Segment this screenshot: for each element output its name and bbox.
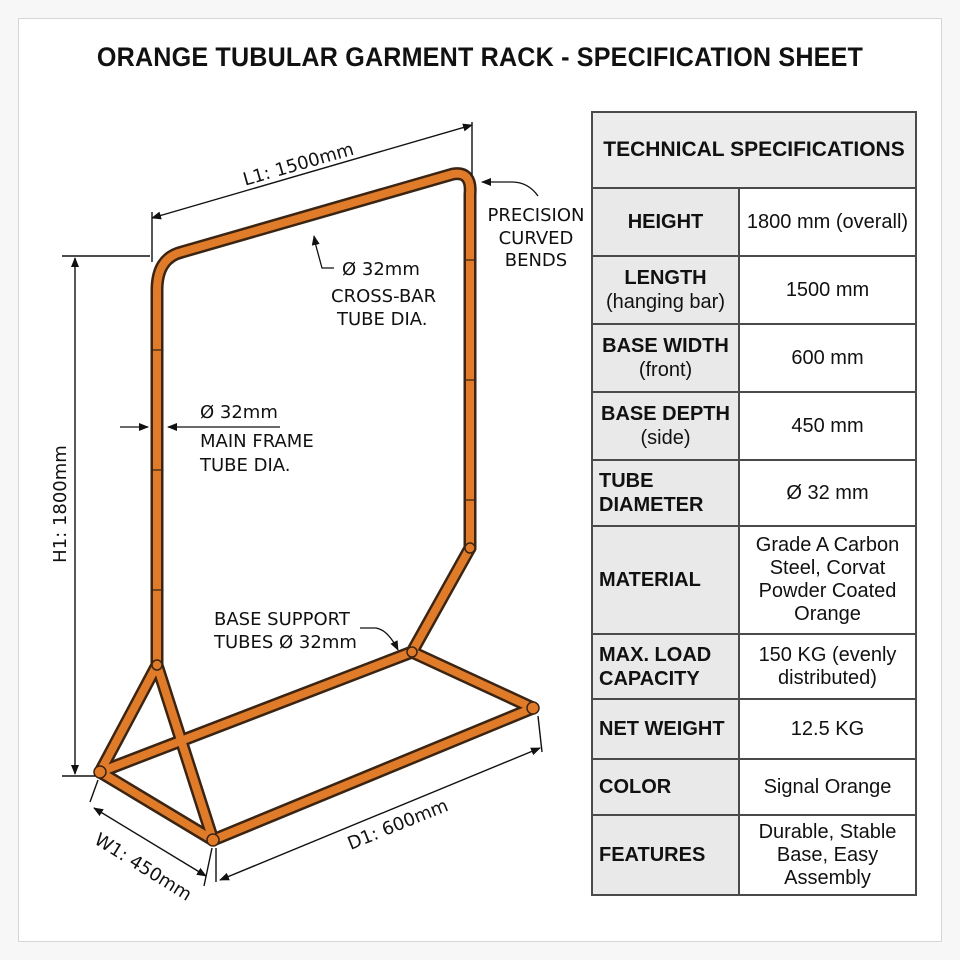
- spec-row-length: LENGTH (hanging bar) 1500 mm: [591, 255, 917, 325]
- depth-dimension-label: D1: 600mm: [345, 795, 452, 854]
- rack-frame: [93, 167, 540, 847]
- depth-dimension: [215, 715, 543, 882]
- spec-row-features: FEATURES Durable, Stable Base, Easy Asse…: [591, 814, 917, 896]
- spec-label: COLOR: [591, 758, 740, 816]
- crossbar-callout-line-3: TUBE DIA.: [336, 309, 428, 330]
- spec-value: Durable, Stable Base, Easy Assembly: [738, 814, 917, 896]
- spec-label: MATERIAL: [591, 525, 740, 635]
- bends-callout-line-1: PRECISION: [488, 205, 585, 226]
- spec-row-max-load: MAX. LOAD CAPACITY 150 KG (evenly distri…: [591, 633, 917, 700]
- spec-label: HEIGHT: [591, 187, 740, 257]
- page-title: ORANGE TUBULAR GARMENT RACK - SPECIFICAT…: [96, 42, 864, 72]
- spec-value: 450 mm: [738, 391, 917, 461]
- spec-label-main: BASE DEPTH: [601, 403, 730, 425]
- spec-value: Signal Orange: [738, 758, 917, 816]
- spec-label-sub: (front): [638, 359, 693, 381]
- specifications-table-header: TECHNICAL SPECIFICATIONS: [591, 111, 917, 189]
- spec-value: 1800 mm (overall): [738, 187, 917, 257]
- height-dimension: [62, 255, 150, 777]
- width-dimension: [89, 779, 213, 887]
- spec-label: NET WEIGHT: [591, 698, 740, 760]
- base-callout: BASE SUPPORT TUBES Ø 32mm: [213, 609, 399, 653]
- specifications-table: TECHNICAL SPECIFICATIONS HEIGHT 1800 mm …: [591, 111, 917, 896]
- spec-value: 1500 mm: [738, 255, 917, 325]
- spec-label: BASE DEPTH (side): [591, 391, 740, 461]
- base-callout-line-2: TUBES Ø 32mm: [213, 632, 357, 653]
- spec-label: TUBE DIAMETER: [591, 459, 740, 527]
- spec-label-main: LENGTH: [624, 267, 707, 289]
- crossbar-callout-line-1: Ø 32mm: [342, 259, 420, 280]
- length-dimension: [151, 122, 473, 262]
- spec-label: BASE WIDTH (front): [591, 323, 740, 393]
- length-dimension-label: L1: 1500mm: [241, 139, 357, 191]
- spec-value: Grade A Carbon Steel, Corvat Powder Coat…: [738, 525, 917, 635]
- spec-label: FEATURES: [591, 814, 740, 896]
- spec-value: 12.5 KG: [738, 698, 917, 760]
- bends-callout-line-3: BENDS: [505, 250, 567, 271]
- base-callout-line-1: BASE SUPPORT: [214, 609, 351, 630]
- bends-callout: PRECISION CURVED BENDS: [481, 178, 585, 271]
- spec-label: MAX. LOAD CAPACITY: [591, 633, 740, 700]
- spec-label-main: BASE WIDTH: [602, 335, 729, 357]
- spec-value: 600 mm: [738, 323, 917, 393]
- mainframe-callout-line-2: MAIN FRAME: [200, 431, 314, 452]
- crossbar-callout-line-2: CROSS-BAR: [331, 286, 436, 307]
- spec-row-net-weight: NET WEIGHT 12.5 KG: [591, 698, 917, 760]
- mainframe-callout-line-3: TUBE DIA.: [199, 455, 291, 476]
- width-dimension-label: W1: 450mm: [91, 829, 196, 905]
- spec-value: 150 KG (evenly distributed): [738, 633, 917, 700]
- spec-label-sub: (side): [640, 427, 691, 449]
- spec-value: Ø 32 mm: [738, 459, 917, 527]
- spec-row-base-width: BASE WIDTH (front) 600 mm: [591, 323, 917, 393]
- bends-callout-line-2: CURVED: [499, 228, 574, 249]
- spec-row-base-depth: BASE DEPTH (side) 450 mm: [591, 391, 917, 461]
- spec-row-material: MATERIAL Grade A Carbon Steel, Corvat Po…: [591, 525, 917, 635]
- spec-row-tube-diameter: TUBE DIAMETER Ø 32 mm: [591, 459, 917, 527]
- mainframe-callout-line-1: Ø 32mm: [200, 402, 278, 423]
- height-dimension-label: H1: 1800mm: [50, 445, 71, 563]
- spec-label-sub: (hanging bar): [606, 291, 725, 313]
- spec-row-height: HEIGHT 1800 mm (overall): [591, 187, 917, 257]
- spec-row-color: COLOR Signal Orange: [591, 758, 917, 816]
- spec-label: LENGTH (hanging bar): [591, 255, 740, 325]
- crossbar-callout: Ø 32mm CROSS-BAR TUBE DIA.: [311, 235, 436, 330]
